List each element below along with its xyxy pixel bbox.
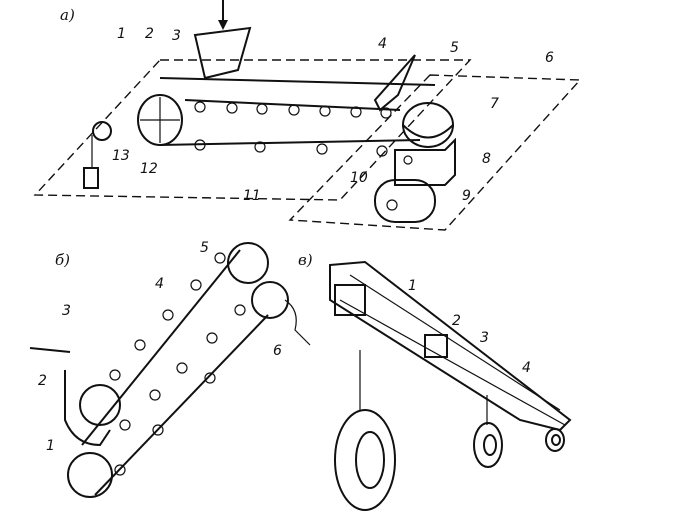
load-chute-b [64, 370, 111, 447]
callout-a-7: 7 [490, 96, 499, 112]
callout-c-3: 3 [480, 330, 489, 346]
panel-b-diagram [29, 242, 311, 498]
panel-label-c: в) [298, 251, 313, 269]
callout-b-6: 6 [273, 343, 282, 359]
frame-plane-right [288, 74, 582, 231]
callout-a-8: 8 [482, 151, 491, 167]
carriage-2 [424, 334, 448, 358]
belt-lower-b [94, 314, 269, 496]
callout-b-4: 4 [155, 276, 164, 292]
carriage-1 [334, 284, 366, 316]
load-arrow-b [29, 347, 71, 353]
callout-a-3: 3 [172, 28, 181, 44]
tire-large [334, 409, 396, 511]
rollers-b [109, 252, 246, 476]
callout-b-1: 1 [46, 438, 55, 454]
tire-medium [473, 422, 503, 468]
panel-label-a: а) [60, 6, 75, 24]
belt-upper-b [81, 249, 241, 446]
callout-a-1: 1 [117, 26, 126, 42]
tension-pulley [92, 121, 112, 141]
head-drum [137, 94, 183, 146]
callout-a-4: 4 [378, 36, 387, 52]
callout-a-10: 10 [350, 170, 368, 186]
callout-c-4: 4 [522, 360, 531, 376]
callout-a-13: 13 [112, 148, 130, 164]
drum-bottom-b [67, 452, 113, 498]
callout-c-2: 2 [452, 313, 461, 329]
callout-a-2: 2 [145, 26, 154, 42]
tire-small [545, 428, 565, 452]
callout-a-5: 5 [450, 40, 459, 56]
panel-a-diagram [33, 0, 582, 231]
callout-b-5: 5 [200, 240, 209, 256]
discharge-pile-b [284, 299, 311, 346]
belt-bottom [159, 139, 421, 146]
counterweight [83, 167, 99, 189]
callout-b-3: 3 [62, 303, 71, 319]
panel-c-diagram [329, 260, 572, 511]
callout-a-6: 6 [545, 50, 554, 66]
drum-load-b [79, 384, 121, 426]
drum-discharge-b [251, 281, 289, 319]
callout-c-1: 1 [408, 278, 417, 294]
plow-scraper [373, 54, 416, 112]
panel-label-b: б) [55, 251, 70, 269]
motor [374, 179, 436, 223]
idler-rollers [194, 101, 392, 157]
callout-a-12: 12 [140, 161, 158, 177]
drum-top-b [227, 242, 269, 284]
callout-b-2: 2 [38, 373, 47, 389]
hopper [193, 26, 252, 80]
callout-a-9: 9 [462, 188, 471, 204]
callout-a-11: 11 [243, 188, 261, 204]
gearbox [394, 137, 456, 186]
